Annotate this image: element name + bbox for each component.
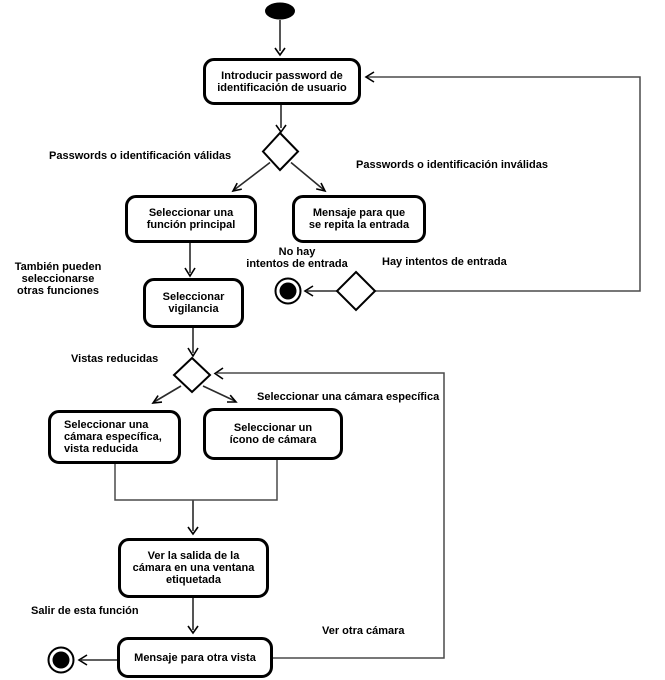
arrowhead — [187, 526, 199, 536]
note-other-functions: También pueden seleccionarse otras funci… — [14, 261, 102, 297]
guard-no-entry-attempts: No hay intentos de entrada — [246, 246, 348, 270]
activity-intro-password: Introducir password de identificación de… — [203, 58, 361, 105]
arrowhead — [151, 395, 163, 404]
guard-passwords-invalid: Passwords o identificación inválidas — [356, 159, 548, 171]
guard-select-specific-camera: Seleccionar una cámara específica — [257, 391, 440, 403]
arrowhead — [303, 285, 314, 297]
activity-label: Ver la salida de la cámara en una ventan… — [132, 550, 255, 586]
guard-entry-attempts: Hay intentos de entrada — [382, 256, 507, 268]
arrowhead — [77, 654, 88, 666]
edge-decision-to-message-repeat — [290, 161, 325, 191]
merge-bracket — [114, 459, 278, 501]
activity-label: Seleccionar una función principal — [146, 207, 236, 231]
activity-select-surveillance: Seleccionar vigilancia — [143, 278, 244, 328]
decision-attempts-diamond — [335, 270, 377, 312]
activity-select-camera-reduced: Seleccionar una cámara específica, vista… — [48, 410, 181, 464]
arrowhead — [187, 625, 199, 635]
activity-message-repeat-entry: Mensaje para que se repita la entrada — [292, 195, 426, 243]
activity-select-camera-icon: Seleccionar un ícono de cámara — [203, 408, 343, 460]
arrowhead — [231, 182, 242, 193]
arrowhead — [213, 367, 224, 380]
arrowhead — [184, 267, 196, 278]
guard-exit-function: Salir de esta función — [31, 605, 139, 617]
activity-label: Seleccionar un ícono de cámara — [229, 422, 317, 446]
loop-retry-entry — [366, 76, 641, 292]
activity-label: Seleccionar vigilancia — [162, 291, 225, 315]
arrowhead — [275, 124, 287, 134]
arrowhead — [274, 47, 286, 57]
decision-password-diamond — [261, 131, 300, 172]
loop-view-other-camera — [217, 372, 445, 659]
activity-label: Mensaje para otra vista — [134, 651, 256, 664]
edge-decision-views-to-camera-reduced — [153, 385, 182, 403]
guard-reduced-views: Vistas reducidas — [71, 353, 159, 365]
arrowhead — [187, 347, 199, 358]
activity-message-other-view: Mensaje para otra vista — [117, 637, 273, 678]
activity-label: Mensaje para que se repita la entrada — [308, 207, 410, 231]
arrowhead — [316, 182, 327, 193]
activity-view-camera-output: Ver la salida de la cámara en una ventan… — [118, 538, 269, 598]
guard-passwords-valid: Passwords o identificación válidas — [49, 150, 232, 162]
final-node-exit — [47, 646, 75, 674]
activity-label: Seleccionar una cámara específica, vista… — [64, 419, 162, 455]
decision-views-diamond — [172, 356, 212, 394]
guard-view-other-camera: Ver otra cámara — [322, 625, 405, 637]
activity-label: Introducir password de identificación de… — [217, 69, 347, 94]
initial-node — [265, 2, 295, 20]
final-node-attempts — [274, 277, 302, 305]
edge-decision-views-to-camera-icon — [202, 385, 236, 402]
arrowhead — [364, 71, 375, 83]
activity-select-main-function: Seleccionar una función principal — [125, 195, 257, 243]
arrowhead — [227, 394, 238, 403]
edge-decision-to-select-function — [233, 161, 271, 191]
